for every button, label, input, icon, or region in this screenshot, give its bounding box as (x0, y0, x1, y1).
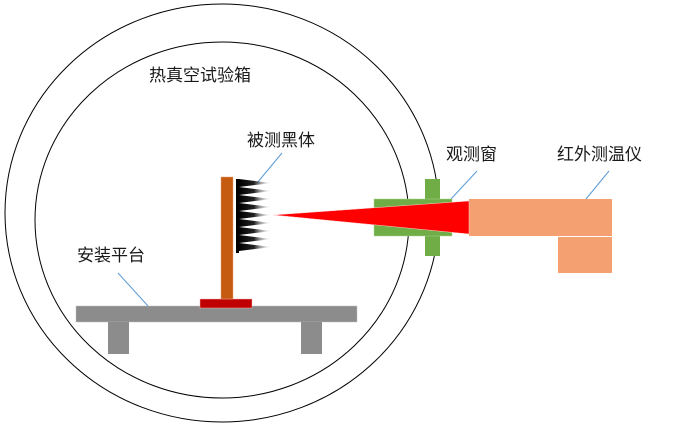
blackbody-fin (239, 243, 272, 251)
blackbody-plate (236, 179, 239, 253)
blackbody-fin (239, 211, 272, 219)
chamber-title: 热真空试验箱 (149, 66, 251, 86)
blackbody-fin (239, 195, 272, 203)
platform-leg-right (301, 322, 322, 354)
blackbody-fin (239, 227, 272, 235)
blackbody-stand (220, 176, 234, 300)
blackbody-fin (239, 187, 272, 195)
blackbody-fin (239, 235, 272, 243)
blackbody-fin (239, 203, 272, 211)
blackbody-base-plate (199, 298, 253, 309)
window-label: 观测窗 (446, 145, 497, 165)
platform-label: 安装平台 (77, 246, 145, 266)
thermometer-label: 红外测温仪 (557, 145, 642, 165)
platform-top (75, 305, 358, 323)
blackbody-fin (239, 219, 272, 227)
thermometer-body (469, 199, 612, 236)
platform-leg-left (108, 322, 129, 354)
blackbody-leader-line (256, 152, 283, 184)
platform-leader-line (117, 272, 149, 307)
infrared-beam (272, 200, 470, 235)
blackbody-fins (239, 179, 272, 251)
thermometer-handle (558, 237, 612, 273)
thermometer-leader-line (585, 170, 610, 200)
window-leader-line (450, 170, 478, 200)
blackbody-label: 被测黑体 (247, 131, 315, 151)
blackbody-fin (239, 179, 272, 187)
